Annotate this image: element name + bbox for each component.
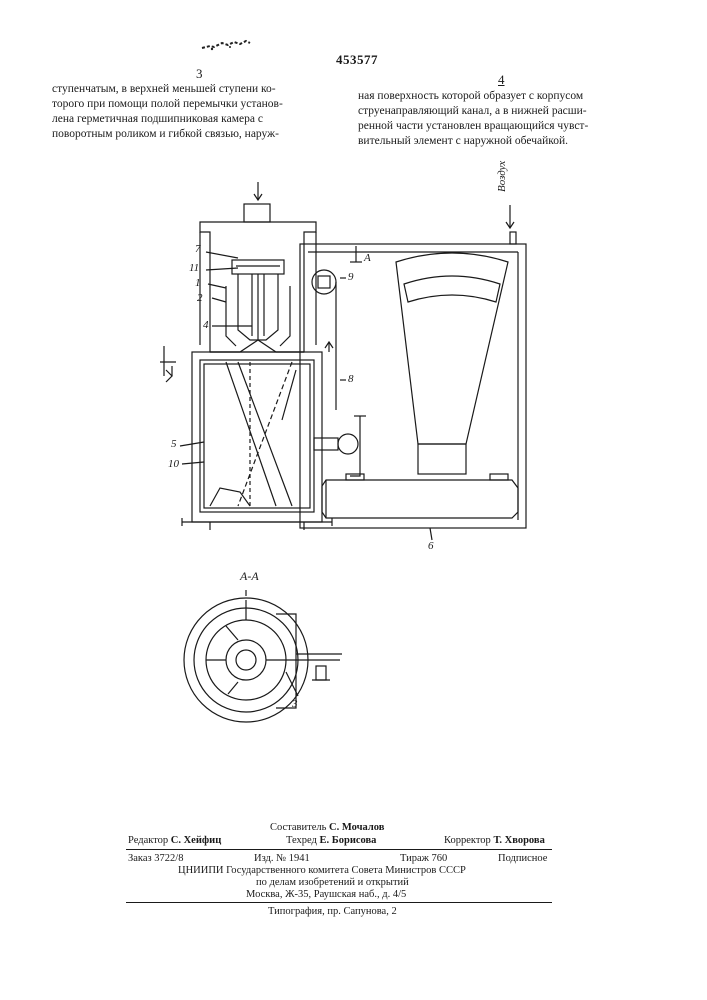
circulation: Тираж 760 [400,853,447,865]
text-line: поворотным роликом и гибкой связью, нару… [52,127,344,142]
footer-divider-top [126,849,552,850]
upper-housing [200,222,316,352]
part-label-5: 5 [171,438,177,450]
text-line: ренной части установлен вращающийся чувс… [358,119,654,134]
right-column-text: ная поверхность которой образует с корпу… [358,89,654,149]
text-line: ступенчатым, в верхней меньшей ступени к… [52,82,344,97]
text-line: лена герметичная подшипниковая камера с [52,112,344,127]
part-label-10: 10 [168,458,179,470]
part-label-2: 2 [197,292,203,304]
part-label-8: 8 [348,373,354,385]
institute-line-1: ЦНИИПИ Государственного комитета Совета … [178,865,466,877]
gauge-dial [396,253,508,444]
text-line: струенаправляющий канал, а в нижней расш… [358,104,654,119]
part-label-1: 1 [195,277,201,289]
order-number: Заказ 3722/8 [128,853,183,865]
left-column-text: ступенчатым, в верхней меньшей ступени к… [52,82,344,142]
part-label-3: 3 [292,698,298,710]
section-marker-label: А [364,252,371,264]
ink-stamp-mark [200,38,270,50]
institute-line-3: Москва, Ж-35, Раушская наб., д. 4/5 [246,889,406,901]
part-label-7: 7 [195,243,201,255]
compiler-line: Составитель С. Мочалов [270,822,384,834]
compiler-name: С. Мочалов [329,822,384,833]
techred-label: Техред [286,835,317,846]
air-label: Воздух [496,161,508,192]
subscription: Подписное [498,853,547,865]
part-label-9: 9 [348,271,354,283]
text-line: ная поверхность которой образует с корпу… [358,89,654,104]
compiler-label: Составитель [270,822,326,833]
techred-line: Техред Е. Борисова [286,835,376,847]
edition-number: Изд. № 1941 [254,853,310,865]
left-column-number: 3 [196,66,203,82]
editor-name: С. Хейфиц [171,835,222,846]
corrector-name: Т. Хворова [493,835,544,846]
part-label-4: 4 [203,319,209,331]
section-view-title: А-А [240,569,259,584]
part-label-6: 6 [428,540,434,552]
instrument-box [300,244,526,528]
corrector-label: Корректор [444,835,491,846]
institute-line-2: по делам изобретений и открытий [256,877,409,889]
lower-housing [192,352,322,522]
text-line: вительный элемент с наружной обечайкой. [358,134,654,149]
editor-line: Редактор С. Хейфиц [128,835,221,847]
patent-number: 453577 [336,52,378,68]
inlet-pipe [244,204,270,222]
text-line: торого при помощи полой перемычки устано… [52,97,344,112]
footer-divider-bottom [126,902,552,903]
section-view [184,598,308,722]
right-column-number: 4 [498,72,505,88]
part-label-11: 11 [189,262,199,274]
techred-name: Е. Борисова [320,835,377,846]
printer-line: Типография, пр. Сапунова, 2 [268,906,397,918]
corrector-line: Корректор Т. Хворова [444,835,545,847]
editor-label: Редактор [128,835,168,846]
